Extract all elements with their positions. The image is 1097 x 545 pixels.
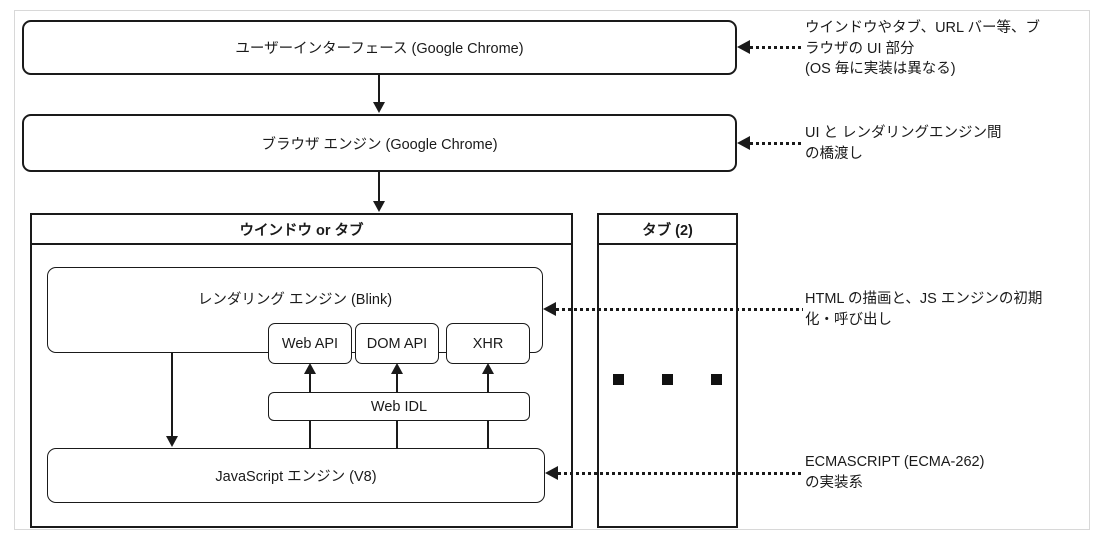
web-idl-label: Web IDL — [370, 398, 428, 415]
connector-webidl-to-js — [309, 420, 311, 448]
browser-engine-box: ブラウザ エンジン (Google Chrome) — [22, 114, 737, 172]
rendering-engine-label: レンダリング エンジン (Blink) — [197, 292, 393, 308]
user-interface-box: ユーザーインターフェース (Google Chrome) — [22, 20, 737, 75]
ellipsis-squares-icon — [599, 374, 736, 385]
arrow-up-icon — [304, 363, 316, 374]
arrow-down-icon — [373, 102, 385, 113]
arrow-ui-to-browser-engine — [378, 75, 380, 105]
connector-webidl-to-js — [396, 420, 398, 448]
square-dot-icon — [711, 374, 722, 385]
annotation-browser-engine-note: UI と レンダリングエンジン間 の橋渡し — [805, 125, 1002, 162]
xhr-box: XHR — [446, 323, 530, 364]
web-api-label: Web API — [281, 335, 339, 352]
arrow-left-icon — [545, 466, 558, 480]
javascript-engine-label: JavaScript エンジン (V8) — [215, 469, 377, 485]
square-dot-icon — [613, 374, 624, 385]
connector-webidl-to-js — [487, 420, 489, 448]
dotted-line-js-note — [558, 472, 803, 475]
dom-api-label: DOM API — [366, 335, 428, 352]
annotation-js-note: ECMASCRIPT (ECMA-262) の実装系 — [805, 454, 985, 491]
dotted-line-rendering-note — [556, 308, 803, 311]
tab-2-header: タブ (2) — [599, 215, 736, 245]
dom-api-box: DOM API — [355, 323, 439, 364]
arrow-left-icon — [737, 136, 750, 150]
arrow-webidl-to-xhr — [487, 372, 489, 392]
arrow-browser-engine-to-window — [378, 172, 380, 203]
tab-2-header-label: タブ (2) — [642, 222, 693, 239]
arrow-webidl-to-webapi — [309, 372, 311, 392]
arrow-down-icon — [166, 436, 178, 447]
arrow-rendering-to-js — [171, 353, 173, 438]
arrow-left-icon — [737, 40, 750, 54]
arrow-webidl-to-domapi — [396, 372, 398, 392]
tab-2-box: タブ (2) — [597, 213, 738, 528]
square-dot-icon — [662, 374, 673, 385]
web-idl-box: Web IDL — [268, 392, 530, 421]
arrow-up-icon — [391, 363, 403, 374]
web-api-box: Web API — [268, 323, 352, 364]
arrow-left-icon — [543, 302, 556, 316]
window-or-tab-header-label: ウインドウ or タブ — [239, 222, 364, 239]
annotation-ui-note: ウインドウやタブ、URL バー等、ブ ラウザの UI 部分 (OS 毎に実装は異… — [805, 20, 1041, 77]
user-interface-label: ユーザーインターフェース (Google Chrome) — [235, 41, 524, 57]
browser-engine-label: ブラウザ エンジン (Google Chrome) — [261, 136, 498, 153]
javascript-engine-box: JavaScript エンジン (V8) — [47, 448, 545, 503]
dotted-line-browser-engine-note — [750, 142, 803, 145]
window-or-tab-header: ウインドウ or タブ — [32, 215, 571, 245]
arrow-up-icon — [482, 363, 494, 374]
dotted-line-ui-note — [750, 46, 803, 49]
annotation-rendering-note: HTML の描画と、JS エンジンの初期 化・呼び出し — [805, 291, 1043, 328]
xhr-label: XHR — [472, 335, 504, 352]
arrow-down-icon — [373, 201, 385, 212]
